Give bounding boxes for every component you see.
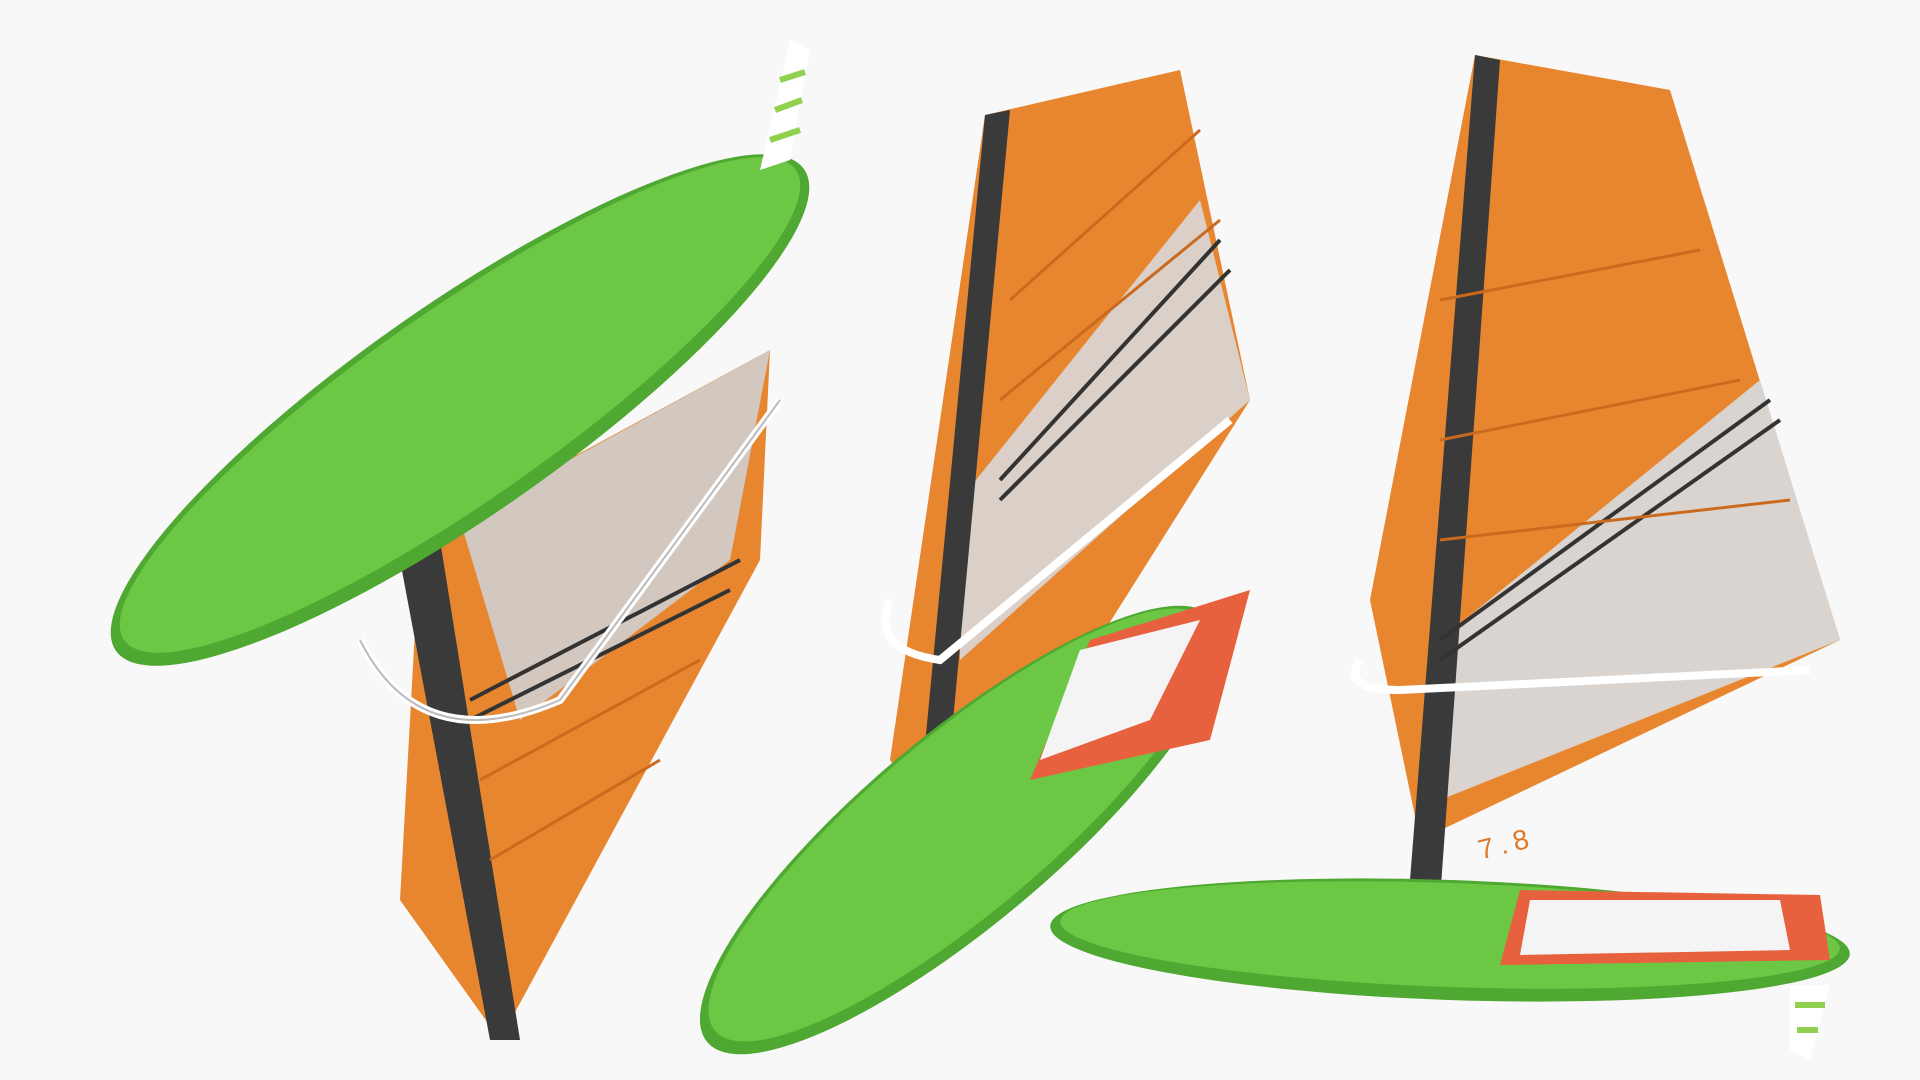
rig-right <box>1050 55 1850 1060</box>
fin-right <box>1790 985 1830 1060</box>
rig-left <box>110 40 810 1040</box>
rig-middle <box>699 70 1250 1055</box>
